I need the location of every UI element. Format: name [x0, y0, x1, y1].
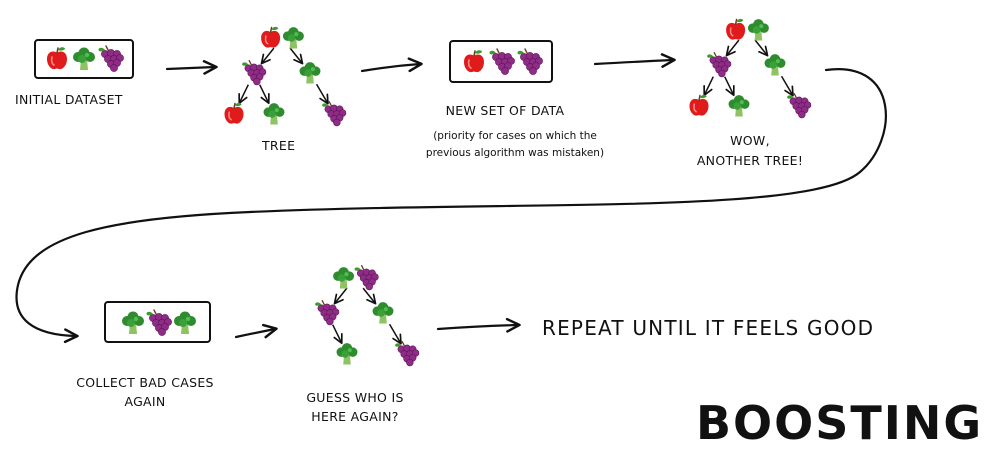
tree-edge-arrow	[724, 76, 735, 97]
tree-label: TREE	[262, 138, 296, 153]
grapes-icon	[146, 309, 172, 336]
tree-edge-arrow	[725, 39, 740, 57]
grapes-icon	[489, 48, 515, 75]
initial-dataset-label: INITIAL DATASET	[15, 92, 123, 107]
broccoli-icon	[122, 311, 144, 334]
apple-icon	[261, 26, 281, 48]
tree-edge-arrow	[238, 84, 249, 105]
guess-who-label-line-2: HERE AGAIN?	[311, 409, 399, 424]
grapes-icon	[322, 100, 347, 127]
tree-edge-arrow	[780, 75, 794, 97]
bad-cases-box	[104, 301, 211, 343]
grapes-icon	[395, 340, 420, 367]
tree-edge-arrow	[754, 39, 769, 57]
grapes-icon	[707, 51, 732, 78]
tree-edge-arrow	[332, 324, 343, 345]
broccoli-icon	[174, 311, 196, 334]
arrow-wrap-around	[15, 68, 887, 344]
arrow-tree-to-new-set	[360, 57, 423, 73]
another-tree-label-line-2: ANOTHER TREE!	[696, 153, 804, 168]
tree-edge-arrow	[260, 47, 275, 65]
new-set-of-data-label: NEW SET OF DATA	[445, 103, 565, 118]
grapes-icon	[517, 48, 543, 75]
apple-icon	[689, 94, 709, 116]
grapes-icon	[315, 299, 340, 326]
tree-edge-arrow	[289, 47, 304, 65]
new-set-note-line-1: (priority for cases on which the	[433, 130, 597, 142]
tree-edge-arrow	[388, 323, 402, 345]
broccoli-icon	[764, 54, 786, 76]
arrow-dataset-to-tree	[165, 60, 218, 75]
new-set-note-line-2: previous algorithm was mistaken)	[425, 147, 605, 159]
arrow-new-set-to-tree	[593, 53, 676, 68]
tree-edge-arrow	[362, 287, 377, 305]
broccoli-icon	[263, 103, 285, 125]
broccoli-icon	[728, 95, 750, 117]
tree-edge-arrow	[259, 84, 270, 105]
broccoli-icon	[282, 27, 304, 49]
guess-who-label-line-1: GUESS WHO IS	[306, 390, 404, 405]
apple-icon	[224, 102, 244, 124]
arrow-to-repeat	[436, 317, 521, 333]
tree-edge-arrow	[315, 83, 329, 105]
collect-bad-cases-label-line-2: AGAIN	[124, 394, 166, 409]
apple-icon	[47, 47, 67, 70]
broccoli-icon	[336, 343, 358, 365]
grapes-icon	[787, 92, 812, 119]
tree-edge-arrow	[333, 287, 348, 305]
repeat-until-text: REPEAT UNTIL IT FEELS GOOD	[542, 316, 875, 340]
another-tree-label-line-1: WOW,	[730, 133, 770, 148]
initial-dataset-box	[34, 39, 134, 79]
grapes-icon	[354, 264, 379, 291]
collect-bad-cases-label-line-1: COLLECT BAD CASES	[76, 375, 214, 390]
page-title: BOOSTING	[696, 396, 984, 450]
broccoli-icon	[73, 47, 95, 70]
new-set-box	[449, 40, 553, 83]
apple-icon	[464, 50, 484, 73]
apple-icon	[726, 18, 746, 40]
broccoli-icon	[333, 267, 355, 289]
broccoli-icon	[299, 62, 321, 84]
broccoli-icon	[747, 19, 769, 41]
grapes-icon	[242, 59, 267, 86]
tree-edge-arrow	[703, 76, 714, 97]
arrow-bad-cases-to-tree	[234, 323, 278, 339]
broccoli-icon	[372, 302, 394, 324]
grapes-icon	[98, 45, 124, 72]
